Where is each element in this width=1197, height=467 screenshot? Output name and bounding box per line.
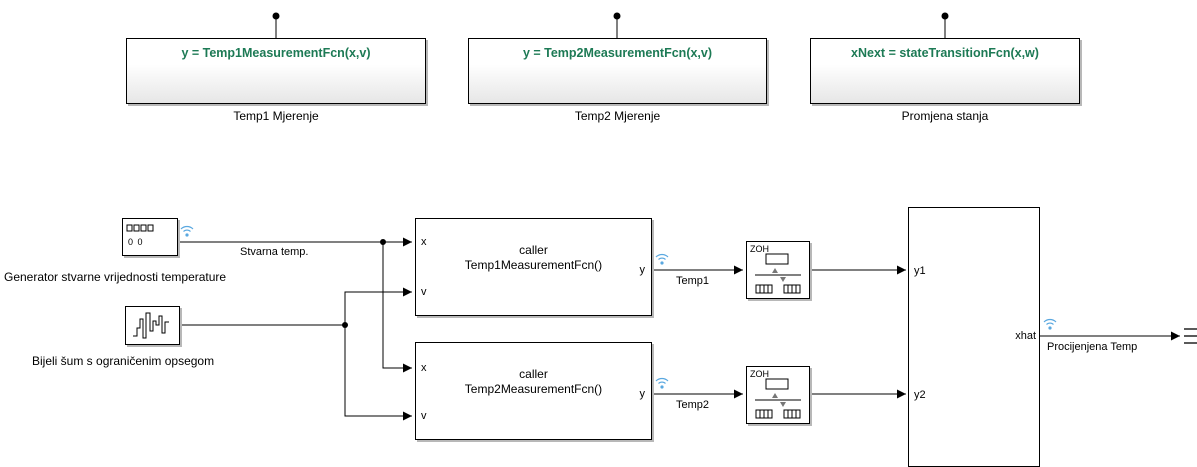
caller-block-temp1[interactable]: caller Temp1MeasurementFcn() x v y (415, 218, 652, 316)
function-block-temp1[interactable]: y = Temp1MeasurementFcn(x,v) (126, 38, 426, 104)
function-signature: xNext = stateTransitionFcn(x,w) (851, 46, 1039, 60)
function-block-state-transition[interactable]: xNext = stateTransitionFcn(x,w) (810, 38, 1080, 104)
zoh-block-2[interactable]: ZOH (746, 366, 810, 424)
function-call-port-2 (613, 12, 621, 38)
input-port-y2: y2 (914, 389, 926, 401)
signal-log-icon (655, 377, 669, 389)
caller-keyword: caller (519, 243, 548, 257)
function-call-port-1 (272, 12, 280, 38)
input-port-v: v (421, 410, 427, 422)
zoh-block-1[interactable]: ZOH (746, 241, 810, 299)
signal-log-icon (655, 253, 669, 265)
noise-caption: Bijeli šum s ograničenim opsegom (32, 354, 215, 368)
caller-block-temp2[interactable]: caller Temp2MeasurementFcn() x v y (415, 342, 652, 440)
caller-label: caller Temp2MeasurementFcn() (416, 367, 651, 397)
signal-builder-icon (126, 224, 154, 232)
signal-log-icon (1043, 318, 1057, 330)
signal-log-icon (180, 225, 194, 237)
block-caption: Temp2 Mjerenje (574, 109, 661, 123)
signal-label-temp2: Temp2 (676, 399, 710, 411)
caller-label: caller Temp1MeasurementFcn() (416, 243, 651, 273)
zoh-label: ZOH (750, 369, 769, 379)
rate-transition-icon (755, 378, 801, 419)
input-port-x: x (421, 362, 427, 374)
signal-label-temp1: Temp1 (676, 275, 710, 287)
block-caption: Temp1 Mjerenje (233, 109, 319, 123)
state-estimator-block[interactable]: y1 y2 xhat (908, 207, 1040, 467)
input-port-v: v (421, 286, 427, 298)
noise-waveform-icon (133, 312, 169, 339)
caller-function-name: Temp2MeasurementFcn() (464, 382, 603, 396)
function-signature: y = Temp2MeasurementFcn(x,v) (522, 46, 713, 60)
wire-noise[interactable] (180, 287, 412, 421)
temp-generator-block[interactable]: 0 0 (122, 218, 178, 256)
block-caption: Promjena stanja (901, 109, 989, 123)
function-block-temp2[interactable]: y = Temp2MeasurementFcn(x,v) (468, 38, 767, 104)
input-port-y1: y1 (914, 265, 926, 277)
output-port-xhat: xhat (1015, 330, 1036, 342)
generator-display: 0 0 (128, 237, 144, 247)
function-call-port-3 (941, 12, 949, 38)
zoh-label: ZOH (750, 244, 769, 254)
function-signature: y = Temp1MeasurementFcn(x,v) (181, 46, 371, 60)
caller-keyword: caller (519, 367, 548, 381)
signal-label-estimate: Procijenjena Temp (1047, 341, 1138, 353)
output-port-icon[interactable] (1184, 328, 1197, 344)
output-port-y: y (639, 264, 646, 276)
band-limited-noise-block[interactable] (125, 306, 180, 345)
input-port-x: x (421, 236, 427, 248)
signal-label-true-temp: Stvarna temp. (240, 246, 309, 258)
output-port-y: y (639, 388, 646, 400)
wire-true-temp[interactable] (180, 237, 412, 373)
temp-generator-caption: Generator stvarne vrijednosti temperatur… (4, 270, 227, 284)
rate-transition-icon (755, 253, 801, 294)
diagram-wiring (180, 12, 1197, 421)
caller-function-name: Temp1MeasurementFcn() (464, 258, 603, 272)
